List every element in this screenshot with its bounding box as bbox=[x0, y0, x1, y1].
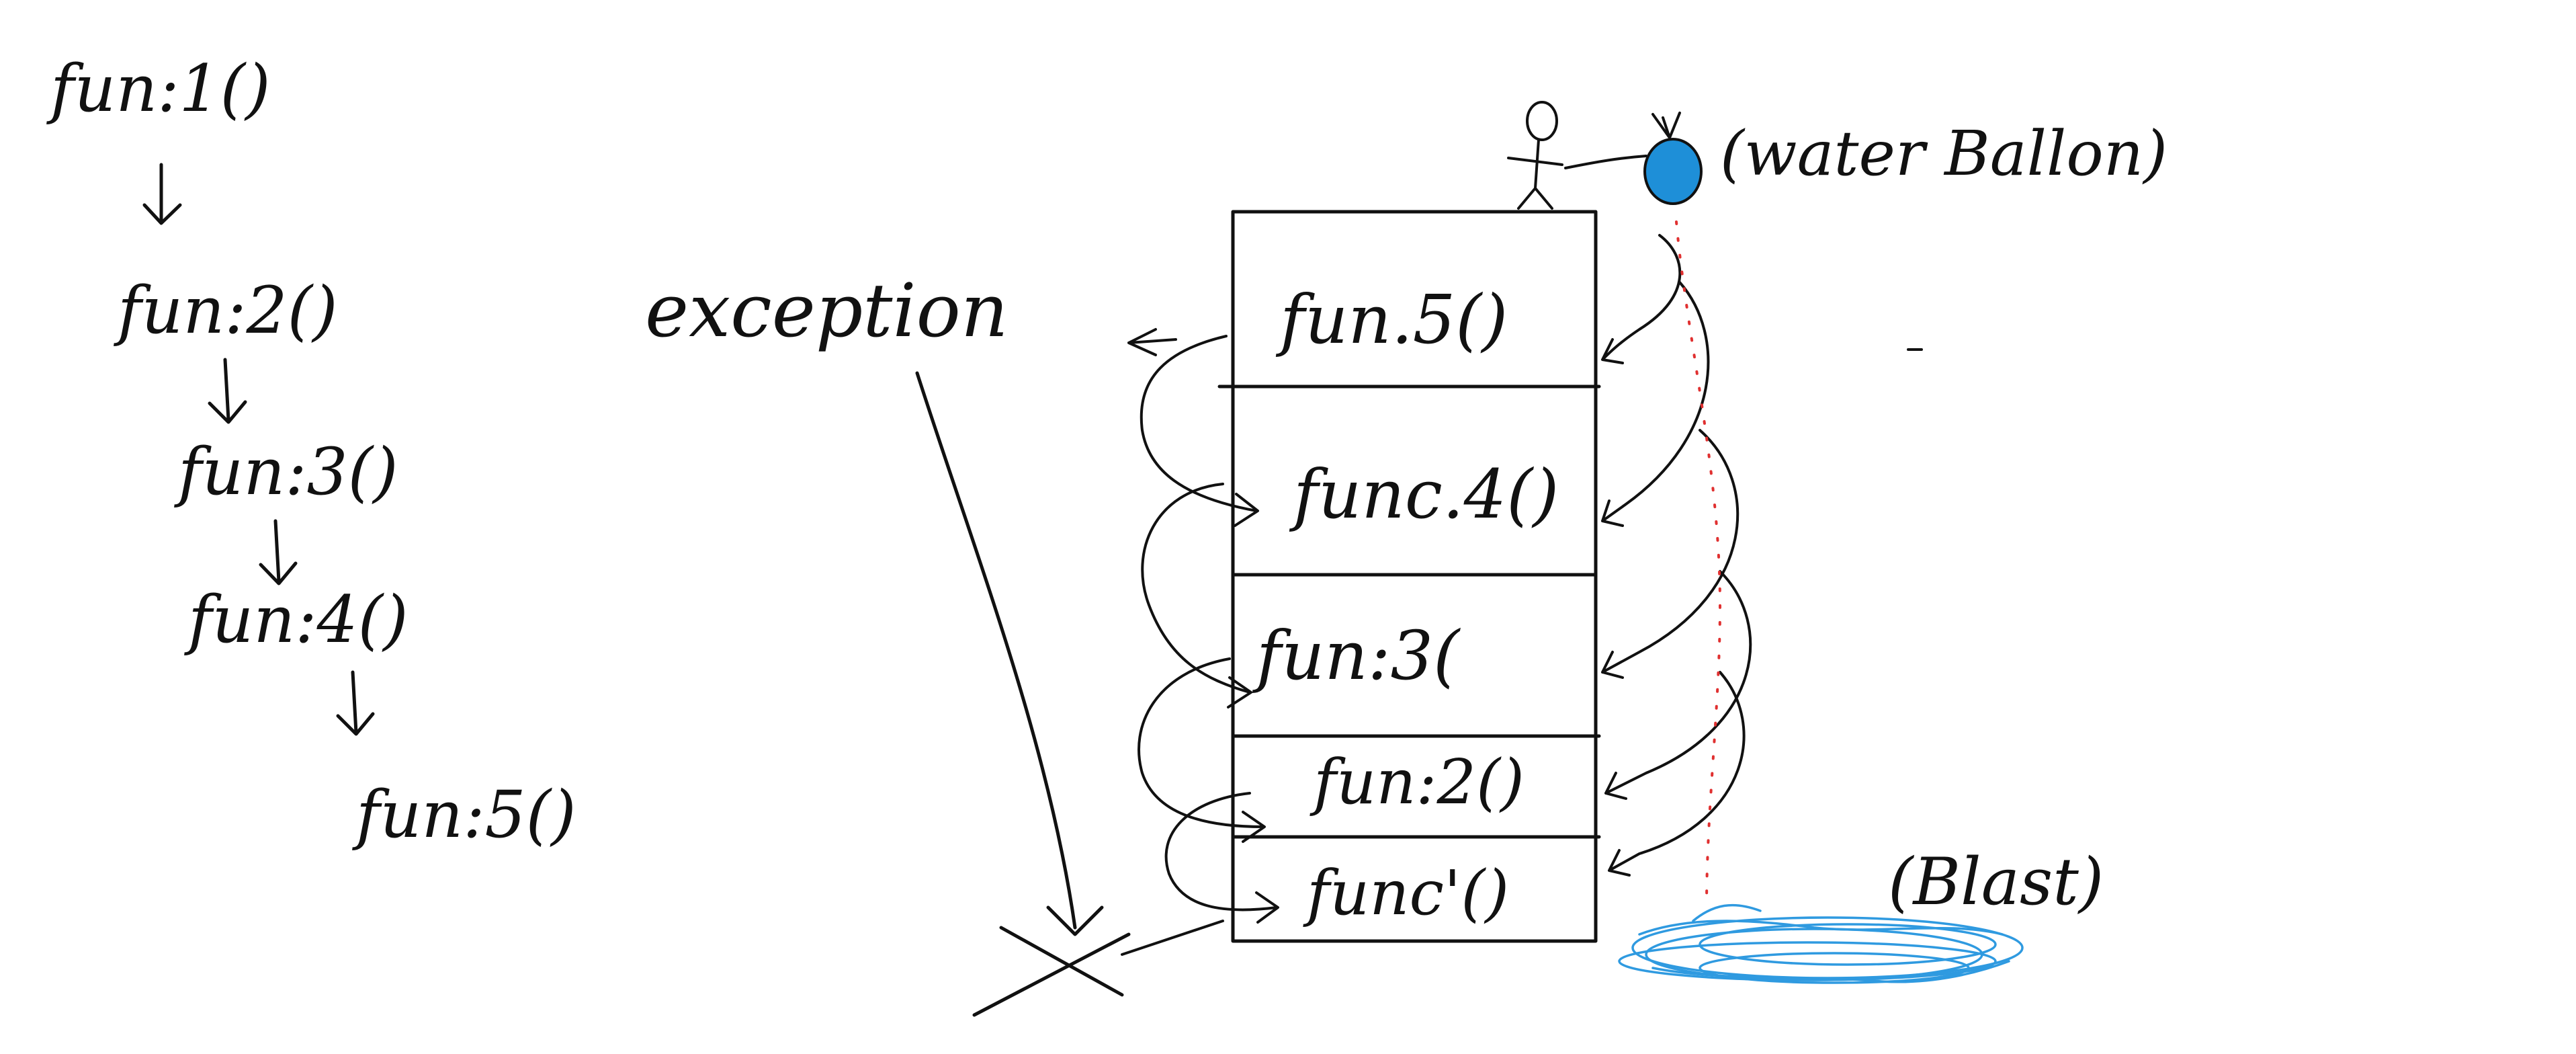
exception-label: exception bbox=[645, 268, 1008, 354]
fall-loop-2 bbox=[1601, 281, 1710, 527]
stick-figure-icon bbox=[1507, 101, 1563, 210]
drip-line bbox=[1675, 220, 1722, 909]
sequence-item-5: fun:5() bbox=[352, 777, 576, 852]
left-call-sequence: fun:1() fun:2() fun:3() fun:4() fun:5() bbox=[46, 51, 576, 852]
sequence-item-4: fun:4() bbox=[184, 582, 409, 657]
exception-annotation: exception bbox=[645, 268, 1131, 1017]
unwind-loop-1 bbox=[1140, 335, 1259, 527]
sequence-item-1: fun:1() bbox=[46, 51, 271, 126]
arrow-down-4 bbox=[336, 670, 375, 736]
unwind-loop-3 bbox=[1137, 657, 1266, 843]
blast-splash bbox=[1618, 903, 2024, 984]
fall-loop-5 bbox=[1608, 671, 1746, 877]
cross-mark-icon bbox=[972, 926, 1131, 1017]
left-unwind-loops bbox=[1121, 328, 1279, 956]
right-fall-loops bbox=[1601, 234, 1752, 877]
sequence-item-2: fun:2() bbox=[114, 273, 338, 348]
exception-arrow bbox=[915, 371, 1104, 936]
unwind-exit bbox=[1121, 920, 1224, 956]
stack-frame-4: func.4() bbox=[1289, 455, 1559, 534]
blast-label: (Blast) bbox=[1888, 844, 2104, 920]
arrow-down-2 bbox=[208, 358, 247, 424]
unwind-loop-2 bbox=[1141, 483, 1252, 708]
arrow-down-1 bbox=[142, 163, 182, 225]
sequence-item-3: fun:3() bbox=[174, 434, 398, 510]
unwind-loop-4 bbox=[1164, 792, 1279, 924]
stack-frame-1: func'() bbox=[1303, 857, 1509, 929]
arrow-down-3 bbox=[259, 519, 298, 585]
exception-pointer bbox=[1127, 328, 1177, 356]
stack-frame-3: fun:3( bbox=[1252, 616, 1461, 695]
fall-loop-1 bbox=[1601, 234, 1682, 364]
stack-frame-2: fun:2() bbox=[1310, 746, 1525, 818]
fall-loop-3 bbox=[1601, 429, 1740, 679]
call-stack: fun.5() func.4() fun:3( fun:2() func'() bbox=[1217, 210, 1601, 943]
water-balloon-label: (water Ballon) bbox=[1720, 118, 2167, 190]
water-balloon-icon bbox=[1564, 112, 1703, 205]
stack-frame-5: fun.5() bbox=[1275, 280, 1508, 359]
fall-loop-4 bbox=[1604, 570, 1752, 800]
